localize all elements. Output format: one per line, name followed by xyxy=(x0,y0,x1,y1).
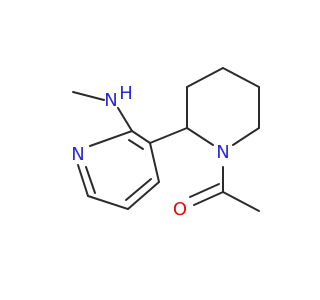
bond-pip-n1-c2 xyxy=(186,127,214,146)
bond-nh-pyridine xyxy=(117,107,133,132)
bond-pyr-c6-c5 xyxy=(87,195,129,210)
bond-pyr-c2-n1 xyxy=(89,130,133,147)
bond-pyridine-piperidine xyxy=(149,127,188,144)
bond-pyr-c3-c2 xyxy=(131,130,151,144)
bond-carbonyl-methyl xyxy=(222,191,260,212)
bond-pip-c4-c5 xyxy=(222,67,260,88)
bond-pyr-n1-c6 xyxy=(77,164,89,197)
bond-pyr-c5-c4-inner xyxy=(125,178,152,201)
bond-pip-c6-n1 xyxy=(232,127,260,146)
bond-carbonyl-o-2 xyxy=(189,183,220,198)
bond-pyr-c5-c4 xyxy=(127,181,160,210)
atom-nh-h: H xyxy=(119,83,133,104)
atom-piperidine-n: N xyxy=(216,142,229,163)
molecule-structure: N H N N O xyxy=(71,67,260,220)
bond-pyr-c3-c2-inner xyxy=(128,139,144,150)
atom-pyridine-n: N xyxy=(71,144,84,165)
bond-carbonyl-o-1 xyxy=(193,191,224,206)
bond-pyr-c4-c3 xyxy=(149,142,160,183)
bond-methyl-nh xyxy=(72,91,105,101)
molecule-canvas: N H N N O xyxy=(71,67,260,220)
atom-carbonyl-o: O xyxy=(173,199,187,220)
atom-nh-n: N xyxy=(104,90,117,111)
bond-pip-c3-c4 xyxy=(186,67,224,88)
bond-pyr-n1-c6-inner xyxy=(85,166,96,194)
